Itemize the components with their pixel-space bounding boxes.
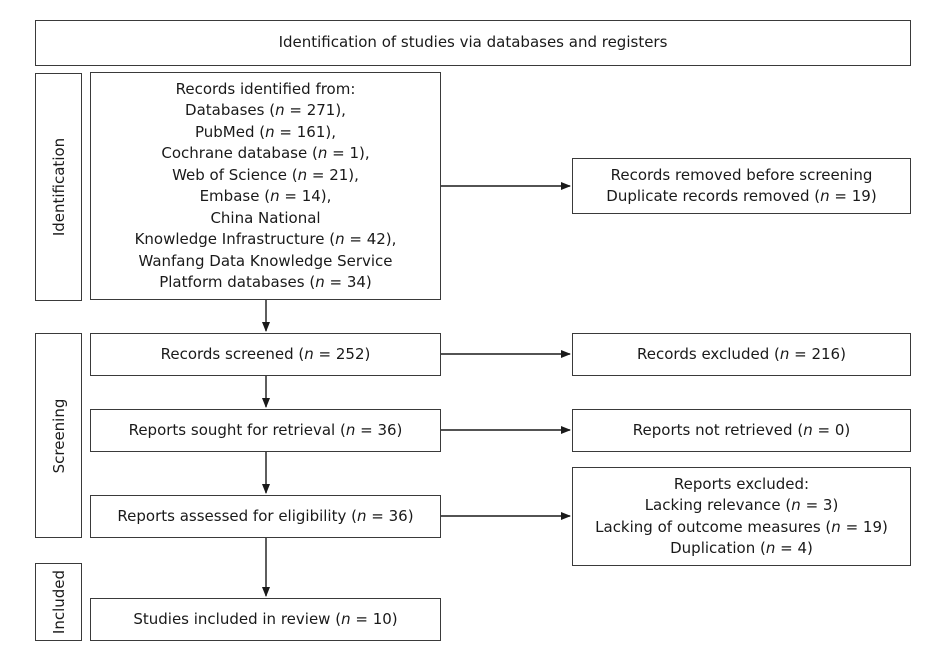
records-identified-box: Records identified from: Databases (n = …: [90, 72, 441, 300]
box-line: Records identified from:: [175, 79, 356, 98]
box-line: Web of Science (n = 21),: [172, 165, 359, 184]
box-line: Reports assessed for eligibility (n = 36…: [117, 506, 414, 525]
box-line: Lacking of outcome measures (n = 19): [595, 517, 888, 536]
box-line: Studies included in review (n = 10): [133, 609, 398, 628]
records-screened-box: Records screened (n = 252): [90, 333, 441, 376]
reports-sought-box: Reports sought for retrieval (n = 36): [90, 409, 441, 452]
box-line: Reports sought for retrieval (n = 36): [128, 420, 403, 439]
studies-included-box: Studies included in review (n = 10): [90, 598, 441, 641]
reports-excluded-box: Reports excluded: Lacking relevance (n =…: [572, 467, 911, 566]
reports-assessed-box: Reports assessed for eligibility (n = 36…: [90, 495, 441, 538]
records-removed-box: Records removed before screening Duplica…: [572, 158, 911, 214]
box-line: Cochrane database (n = 1),: [161, 144, 370, 162]
box-line: Databases (n = 271),: [185, 101, 346, 119]
box-line: Lacking relevance (n = 3): [644, 496, 839, 514]
box-line: PubMed (n = 161),: [194, 122, 337, 141]
reports-not-retrieved-box: Reports not retrieved (n = 0): [572, 409, 911, 452]
phase-identification: Identification: [35, 73, 82, 301]
records-excluded-box: Records excluded (n = 216): [572, 333, 911, 376]
box-line: China National: [210, 208, 321, 227]
box-line: Records excluded (n = 216): [637, 344, 846, 363]
box-line: Wanfang Data Knowledge Service: [138, 251, 393, 270]
header-text: Identification of studies via databases …: [278, 33, 668, 52]
box-line: Embase (n = 14),: [199, 187, 332, 205]
box-line: Knowledge Infrastructure (n = 42),: [134, 230, 397, 248]
box-line: Records removed before screening: [610, 165, 873, 184]
box-line: Reports not retrieved (n = 0): [632, 420, 851, 439]
box-line: Reports excluded:: [673, 474, 810, 493]
box-line: Duplicate records removed (n = 19): [606, 187, 877, 205]
box-line: Records screened (n = 252): [160, 344, 371, 363]
box-line: Duplication (n = 4): [670, 539, 813, 557]
phase-screening: Screening: [35, 333, 82, 538]
phase-included: Included: [35, 563, 82, 641]
box-line: Platform databases (n = 34): [159, 273, 372, 291]
header-box: Identification of studies via databases …: [35, 20, 911, 66]
